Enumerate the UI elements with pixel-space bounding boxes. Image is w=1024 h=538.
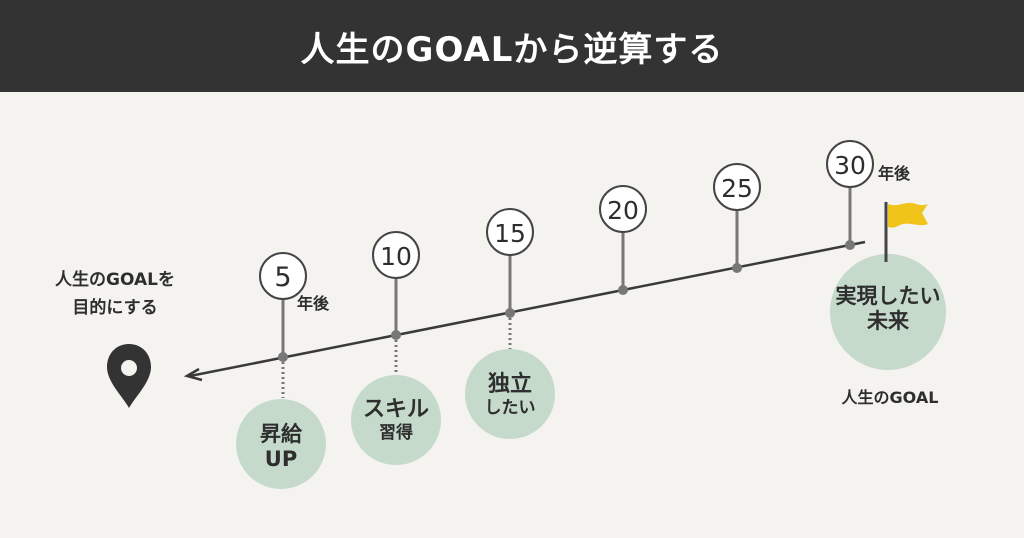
milestone-skill-line2: 習得: [379, 423, 413, 444]
milestone-bubble-raise: [236, 399, 326, 489]
timeline-point-10: [391, 330, 401, 340]
goal-line2: 未来: [867, 309, 909, 334]
location-pin-icon: [107, 344, 151, 408]
milestone-text-skill: スキル 習得: [351, 397, 441, 444]
year-marker-15: [486, 208, 534, 256]
year-marker-5: [259, 252, 307, 300]
milestone-independence-line1: 独立: [487, 372, 532, 397]
year-label-25: 25: [721, 174, 753, 203]
goal-purpose-label: 人生のGOALを 目的にする: [30, 266, 200, 322]
goal-bubble: [830, 254, 946, 370]
year-label-10: 10: [380, 242, 412, 271]
timeline-line: [189, 240, 866, 378]
milestone-independence-line2: したい: [484, 398, 536, 419]
goal-purpose-line1: 人生のGOALを: [55, 270, 175, 290]
page-title: 人生のGOALから逆算する: [300, 29, 724, 70]
flag-icon: [888, 202, 928, 228]
milestone-bubble-skill: [351, 375, 441, 465]
year-label-5: 5: [274, 262, 291, 293]
year-label-20: 20: [607, 196, 639, 225]
milestone-text-raise: 昇給 UP: [236, 422, 326, 472]
timeline-point-15: [505, 308, 515, 318]
year-label-15: 15: [494, 219, 526, 248]
year-marker-20: [599, 185, 647, 233]
milestone-raise-line2: UP: [264, 447, 298, 472]
goal-text: 実現したい 未来: [828, 284, 948, 334]
milestone-skill-line1: スキル: [362, 397, 429, 422]
year-marker-25: [713, 163, 761, 211]
milestone-bubble-independence: [465, 349, 555, 439]
year-marker-30: [826, 140, 874, 188]
timeline-point-25: [732, 263, 742, 273]
timeline-arrowhead: [183, 367, 203, 382]
timeline-point-30: [845, 240, 855, 250]
milestone-raise-line1: 昇給: [260, 422, 302, 446]
timeline-point-20: [618, 285, 628, 295]
milestone-text-independence: 独立 したい: [465, 372, 555, 419]
timeline-diagram: 5 10 15 20 25 30: [107, 140, 946, 489]
year-marker-10: [372, 231, 420, 279]
year-suffix-5: 年後: [297, 294, 330, 313]
goal-caption: 人生のGOAL: [841, 388, 939, 407]
goal-purpose-line2: 目的にする: [72, 298, 158, 318]
year-label-30: 30: [834, 151, 866, 180]
header-bar: 人生のGOALから逆算する: [0, 0, 1024, 92]
goal-line1: 実現したい: [835, 284, 941, 308]
timeline-point-5: [278, 352, 288, 362]
year-suffix-30: 年後: [878, 164, 911, 183]
